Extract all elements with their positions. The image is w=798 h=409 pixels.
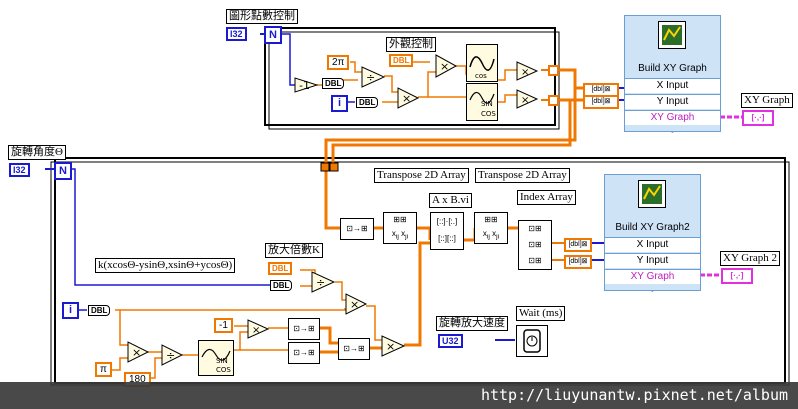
- appearance-control-label: 外觀控制: [386, 37, 436, 52]
- multiply-node-top-3: [516, 61, 539, 81]
- array-terminal-y-top: [dbl]⊠: [583, 95, 619, 109]
- y-input-terminal[interactable]: Y Input: [625, 94, 720, 109]
- array-terminal-x-bottom: [dbl]⊠: [564, 238, 592, 252]
- xy-graph-label: XY Graph: [741, 93, 793, 108]
- x-input-terminal-2[interactable]: X Input: [605, 237, 700, 252]
- multiply-node-minus: [247, 319, 270, 339]
- svg-text:÷: ÷: [316, 276, 325, 289]
- y-input-terminal-2[interactable]: Y Input: [605, 253, 700, 268]
- x-input-terminal[interactable]: X Input: [625, 78, 720, 93]
- to-dbl-node-1: DBL: [322, 78, 345, 89]
- to-dbl-node-3: DBL: [270, 280, 293, 291]
- tunnel-top-2: [548, 95, 559, 106]
- transpose-2d-array-node-2: ⊞⊞xij xji: [474, 212, 508, 244]
- build-xy-graph2-title: Build XY Graph2: [615, 222, 690, 233]
- wait-ms-node: [516, 325, 548, 357]
- a-x-b-vi-node: [::]·[:.][::][::]: [430, 212, 464, 250]
- loop-count-terminal-bottom: N: [54, 162, 72, 180]
- svg-text:×: ×: [402, 92, 411, 105]
- svg-text:×: ×: [252, 325, 260, 336]
- to-dbl-node-2: DBL: [356, 97, 379, 108]
- magnification-k-label: 放大倍數K: [265, 243, 323, 258]
- top-for-loop-frame: [264, 27, 556, 126]
- build-array-node-3: ⊡→⊞: [288, 342, 320, 364]
- sincos-function-node-bottom: SIN COS: [198, 340, 234, 376]
- xy-graph-indicator[interactable]: [·,·]: [742, 110, 774, 126]
- watermark-url: http://liuyunantw.pixnet.net/album: [480, 386, 788, 404]
- tunnel-bottom-1: [320, 162, 330, 172]
- multiply-node-final: [381, 335, 406, 357]
- build-array-node-1: ⊡→⊞: [340, 218, 374, 240]
- build-array-node-2: ⊡→⊞: [288, 318, 320, 340]
- build-array-node-4: ⊡→⊞: [338, 338, 370, 360]
- array-terminal-y-bottom: [dbl]⊠: [564, 255, 592, 269]
- svg-text:-1: -1: [299, 79, 310, 92]
- sincos-function-node-top: SIN COS: [466, 83, 498, 121]
- svg-text:÷: ÷: [366, 71, 375, 84]
- build-xy-graph2-express-vi[interactable]: Build XY Graph2 X Input Y Input XY Graph…: [604, 174, 701, 294]
- svg-text:×: ×: [521, 95, 529, 106]
- divide-node-mag: [311, 271, 336, 293]
- transpose-2d-array-label-2: Transpose 2D Array: [475, 168, 570, 183]
- svg-text:÷: ÷: [166, 349, 175, 362]
- svg-text:COS: COS: [216, 366, 231, 374]
- decrement-node: [294, 77, 319, 93]
- loop-count-terminal-top: N: [264, 26, 282, 44]
- svg-text:COS: COS: [481, 110, 496, 118]
- formula-label: k(xcosΘ-ysinΘ,xsinΘ+ycosΘ): [95, 258, 236, 273]
- svg-text:×: ×: [386, 340, 395, 353]
- divide-node-top: [361, 66, 386, 88]
- u32-terminal[interactable]: U32: [438, 334, 463, 348]
- rotation-angle-label: 旋轉角度Θ: [8, 145, 66, 160]
- appearance-control-terminal[interactable]: DBL: [389, 54, 414, 67]
- svg-text:×: ×: [521, 67, 529, 78]
- multiply-node-mag: [345, 293, 368, 315]
- build-xy-graph-express-vi[interactable]: Build XY Graph X Input Y Input XY Graph …: [624, 15, 721, 135]
- transpose-2d-array-node-1: ⊞⊞xij xji: [383, 212, 417, 244]
- svg-text:×: ×: [440, 60, 449, 73]
- two-pi-constant[interactable]: 2π: [327, 55, 350, 70]
- multiply-node-top-4: [516, 89, 539, 109]
- build-xy-graph2-icon: [638, 180, 666, 208]
- svg-text:×: ×: [132, 346, 141, 359]
- xy-graph-output-terminal-2[interactable]: XY Graph: [605, 269, 700, 284]
- svg-text:SIN: SIN: [216, 357, 228, 365]
- transpose-2d-array-label-1: Transpose 2D Array: [374, 168, 469, 183]
- build-xy-graph-icon: [658, 21, 686, 49]
- index-array-label: Index Array: [517, 190, 576, 205]
- i32-terminal-bottom[interactable]: I32: [9, 163, 30, 177]
- multiply-node-top-1: [397, 87, 420, 109]
- watermark-bar: [0, 382, 798, 409]
- build-xy-graph-title: Build XY Graph: [638, 63, 707, 74]
- multiply-node-angle: [127, 341, 150, 363]
- rotation-zoom-speed-label: 旋轉放大速度: [436, 316, 508, 331]
- graphic-points-control-label: 圖形點數控制: [226, 9, 298, 24]
- wait-ms-label: Wait (ms): [516, 306, 566, 321]
- iteration-terminal-top: i: [331, 95, 348, 112]
- multiply-node-top-2: [435, 54, 458, 78]
- xy-graph-2-label: XY Graph 2: [720, 251, 780, 266]
- pi-constant[interactable]: π: [95, 362, 112, 377]
- cos-function-node: cos: [466, 44, 498, 82]
- divide-node-angle: [161, 344, 184, 366]
- svg-text:×: ×: [350, 298, 359, 311]
- minus-one-constant[interactable]: -1: [214, 318, 233, 333]
- expand-chevron[interactable]: ⌄: [669, 126, 676, 135]
- index-array-node: ⊡⊞⊡⊞⊡⊞: [518, 220, 552, 270]
- iteration-terminal-bottom: i: [62, 302, 79, 319]
- xy-graph-output-terminal[interactable]: XY Graph: [625, 110, 720, 125]
- i32-terminal-top[interactable]: I32: [226, 27, 247, 41]
- magnification-k-terminal[interactable]: DBL: [268, 262, 293, 275]
- a-x-b-vi-label: A x B.vi: [429, 193, 472, 208]
- xy-graph-2-indicator[interactable]: [·,·]: [721, 268, 753, 284]
- tunnel-bottom-2: [329, 162, 339, 172]
- to-dbl-node-4: DBL: [88, 305, 111, 316]
- svg-text:cos: cos: [475, 72, 487, 80]
- svg-text:SIN: SIN: [481, 100, 493, 108]
- tunnel-top-1: [548, 65, 559, 76]
- expand-chevron-2[interactable]: ⌄: [649, 285, 656, 294]
